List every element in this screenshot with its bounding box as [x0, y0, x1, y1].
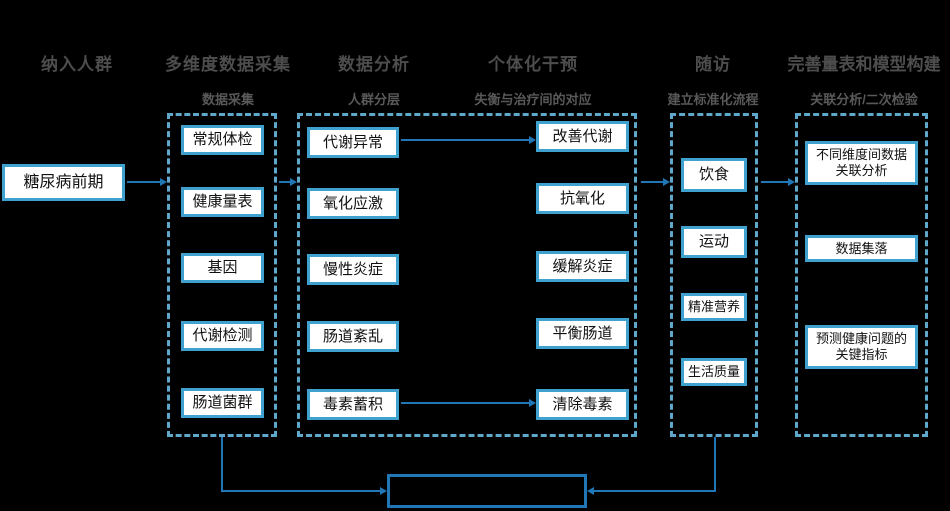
arrow-metabolic-to-improve	[401, 139, 529, 141]
node-line-1: 不同维度间数据	[815, 147, 907, 163]
arrowhead-icon	[529, 399, 536, 407]
arrow-toxin-to-clear	[401, 402, 529, 404]
node-quality-of-life: 生活质量	[681, 358, 747, 386]
column-3-subtitle: 人群分层	[347, 92, 400, 107]
followup-container	[670, 113, 758, 437]
node-line-2: 关键指标	[835, 347, 888, 362]
bottom-summary-box	[387, 474, 587, 508]
node-line-2: 关联分析	[835, 163, 888, 178]
node-data-association-analysis: 不同维度间数据 关联分析	[805, 141, 918, 185]
column-3-title: 数据分析	[338, 55, 410, 74]
node-exercise: 运动	[681, 226, 747, 258]
node-gut-disorder: 肠道紊乱	[307, 321, 399, 352]
column-1-title: 纳入人群	[41, 55, 113, 74]
node-metabolic-test: 代谢检测	[181, 321, 264, 351]
column-4-subtitle: 失衡与治疗间的对应	[474, 92, 592, 107]
node-gut-flora: 肠道菌群	[181, 388, 264, 418]
node-health-scale: 健康量表	[181, 187, 264, 217]
node-relieve-inflammation: 缓解炎症	[536, 251, 629, 282]
column-6-title: 完善量表和模型构建	[787, 55, 941, 74]
connector-followup-to-endbox	[594, 490, 716, 492]
node-gene: 基因	[181, 253, 264, 283]
node-prediabetes: 糖尿病前期	[2, 164, 125, 201]
arrowhead-icon	[663, 178, 670, 186]
node-precision-nutrition: 精准营养	[681, 293, 747, 321]
connector-collection-down	[221, 437, 223, 492]
arrow-entry-to-collection	[127, 181, 160, 183]
node-line-1: 预测健康问题的	[815, 331, 907, 347]
column-5-title: 随访	[695, 55, 731, 74]
node-key-indicators: 预测健康问题的 关键指标	[805, 325, 918, 369]
arrowhead-icon	[529, 136, 536, 144]
analysis-intervention-container	[297, 113, 637, 437]
arrow-collection-to-analysis	[279, 181, 290, 183]
node-routine-checkup: 常规体检	[181, 125, 264, 155]
model-building-container	[795, 113, 928, 437]
connector-followup-down	[714, 437, 716, 492]
node-metabolic-abnormality: 代谢异常	[307, 127, 399, 158]
node-improve-metabolism: 改善代谢	[536, 121, 629, 152]
column-2-subtitle: 数据采集	[201, 92, 254, 107]
arrowhead-icon	[788, 178, 795, 186]
column-4-title: 个体化干预	[488, 55, 578, 74]
node-diet: 饮食	[681, 158, 747, 192]
arrowhead-icon	[587, 487, 594, 495]
arrowhead-icon	[160, 178, 167, 186]
data-collection-container	[167, 113, 277, 437]
column-5-subtitle: 建立标准化流程	[667, 92, 759, 107]
connector-collection-to-endbox	[221, 490, 380, 492]
column-6-subtitle: 关联分析/二次检验	[810, 92, 918, 107]
node-clear-toxins: 清除毒素	[536, 389, 629, 420]
column-2-title: 多维度数据采集	[165, 55, 291, 74]
node-oxidative-stress: 氧化应激	[307, 188, 399, 219]
node-toxin-accumulation: 毒素蓄积	[307, 389, 399, 420]
arrow-followup-to-model	[761, 181, 788, 183]
arrow-intervention-to-followup	[641, 181, 663, 183]
arrowhead-icon	[380, 487, 387, 495]
node-data-clusters: 数据集落	[805, 235, 918, 262]
node-antioxidation: 抗氧化	[536, 183, 629, 214]
arrowhead-icon	[290, 178, 297, 186]
node-balance-gut: 平衡肠道	[536, 318, 629, 349]
node-chronic-inflammation: 慢性炎症	[307, 254, 399, 285]
